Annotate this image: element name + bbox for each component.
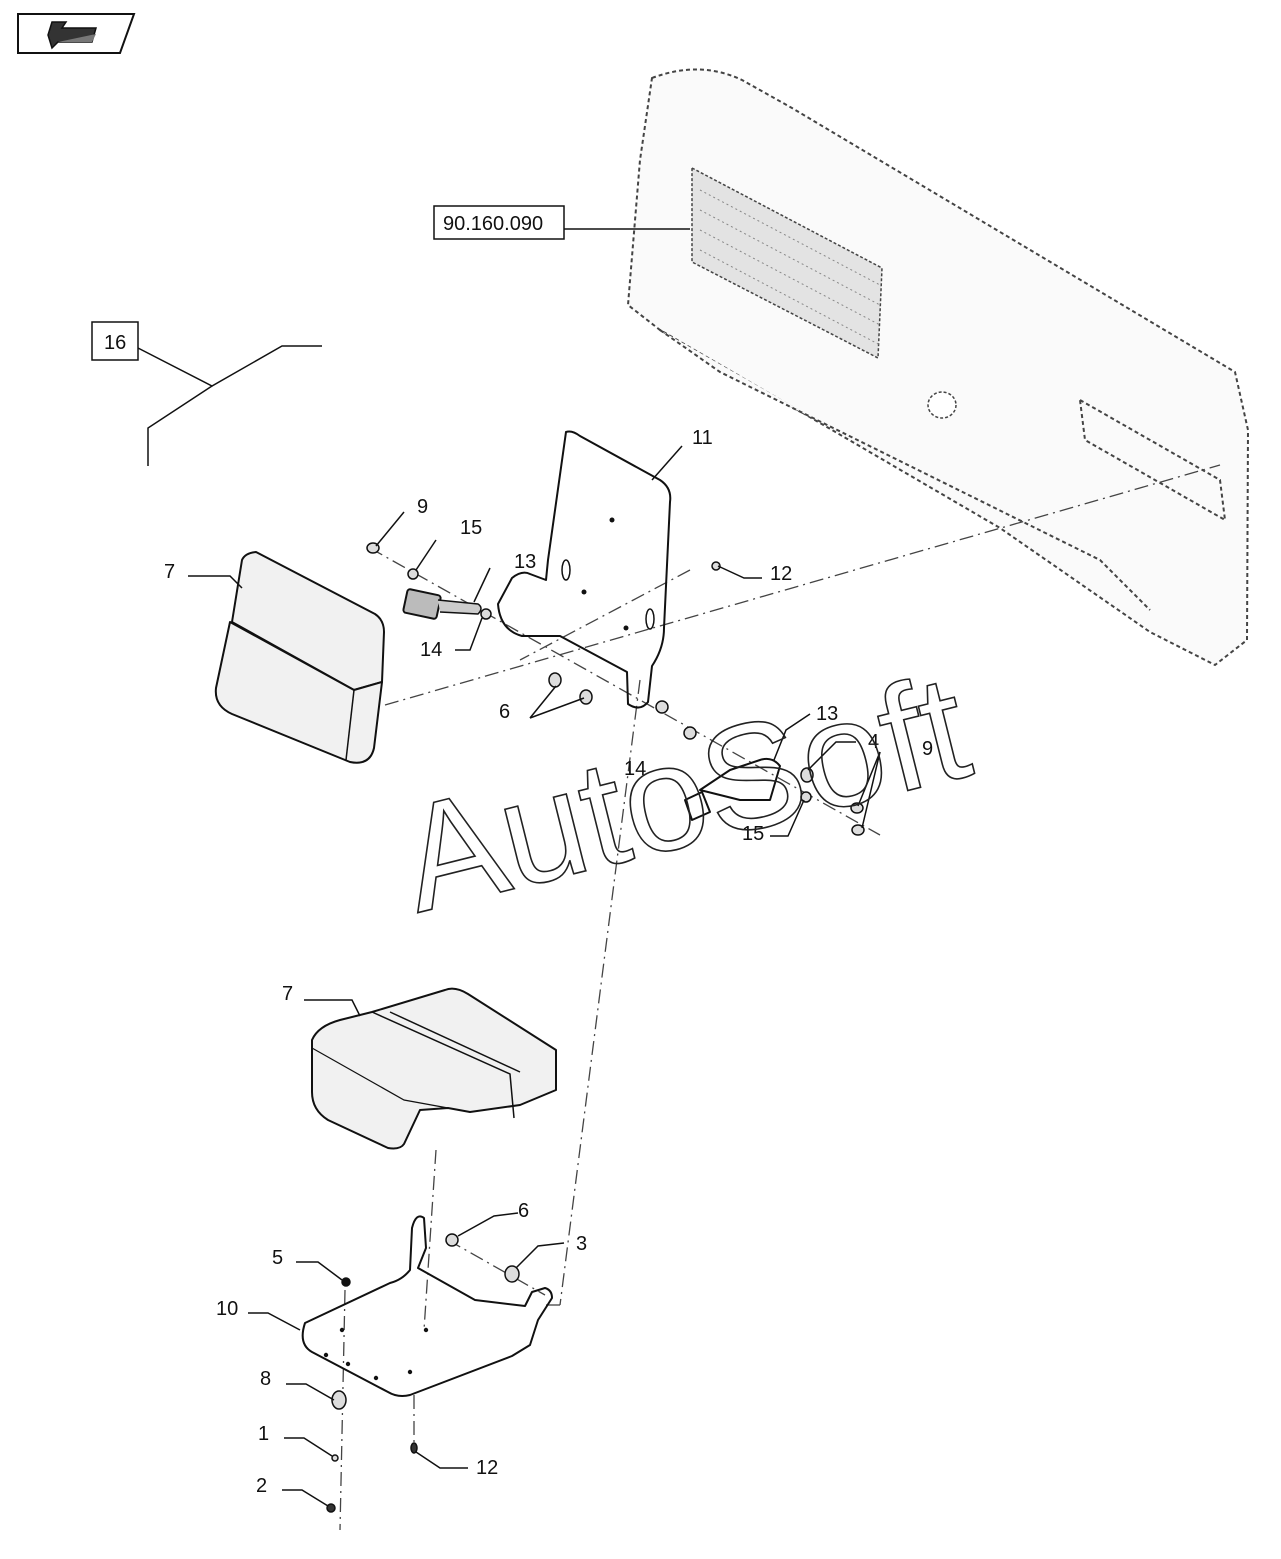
callout-11: 11 (692, 427, 713, 449)
callout-7-backrest: 7 (164, 561, 175, 583)
callout-4: 4 (868, 731, 879, 753)
callout-9-upper: 9 (417, 496, 428, 518)
assembly-center-lines (339, 464, 1221, 1531)
reference-main-panel[interactable]: 90.160.090 (433, 205, 565, 240)
callout-2: 2 (256, 1475, 267, 1497)
callout-9-lower: 9 (922, 738, 933, 760)
callout-12-upper: 12 (770, 563, 792, 585)
seat-belt-latch (684, 757, 781, 821)
reference-main-panel-label: 90.160.090 (443, 213, 543, 235)
fasteners (326, 542, 865, 1513)
callout-14-lower: 14 (624, 758, 646, 780)
callout-6-lower: 6 (518, 1200, 529, 1222)
seat-base-plate (301, 1215, 553, 1397)
callout-15-lower: 15 (742, 823, 764, 845)
back-button[interactable] (17, 13, 136, 54)
callout-13-lower: 13 (816, 703, 838, 725)
back-arrow-icon (47, 21, 97, 50)
seat-belt-buckle (402, 588, 482, 620)
callout-15-upper: 15 (460, 517, 482, 539)
callout-6-upper: 6 (499, 701, 510, 723)
callout-5: 5 (272, 1247, 283, 1269)
callout-3: 3 (576, 1233, 587, 1255)
watermark: AutoSoft (385, 642, 984, 944)
callout-10: 10 (216, 1298, 238, 1320)
callout-14-upper: 14 (420, 639, 442, 661)
reference-kit-label: 16 (104, 332, 126, 354)
callout-13-upper: 13 (514, 551, 536, 573)
seat-cushion (311, 987, 557, 1150)
backrest-cushion (214, 551, 385, 764)
callout-7-seat: 7 (282, 983, 293, 1005)
callout-8: 8 (260, 1368, 271, 1390)
rear-cab-panel (626, 68, 1250, 667)
callout-leaders (188, 445, 881, 1507)
callout-1: 1 (258, 1423, 269, 1445)
backrest-plate (497, 430, 672, 709)
rear-window-grille (691, 166, 883, 360)
reference-kit[interactable]: 16 (91, 321, 139, 361)
callout-12-lower: 12 (476, 1457, 498, 1479)
